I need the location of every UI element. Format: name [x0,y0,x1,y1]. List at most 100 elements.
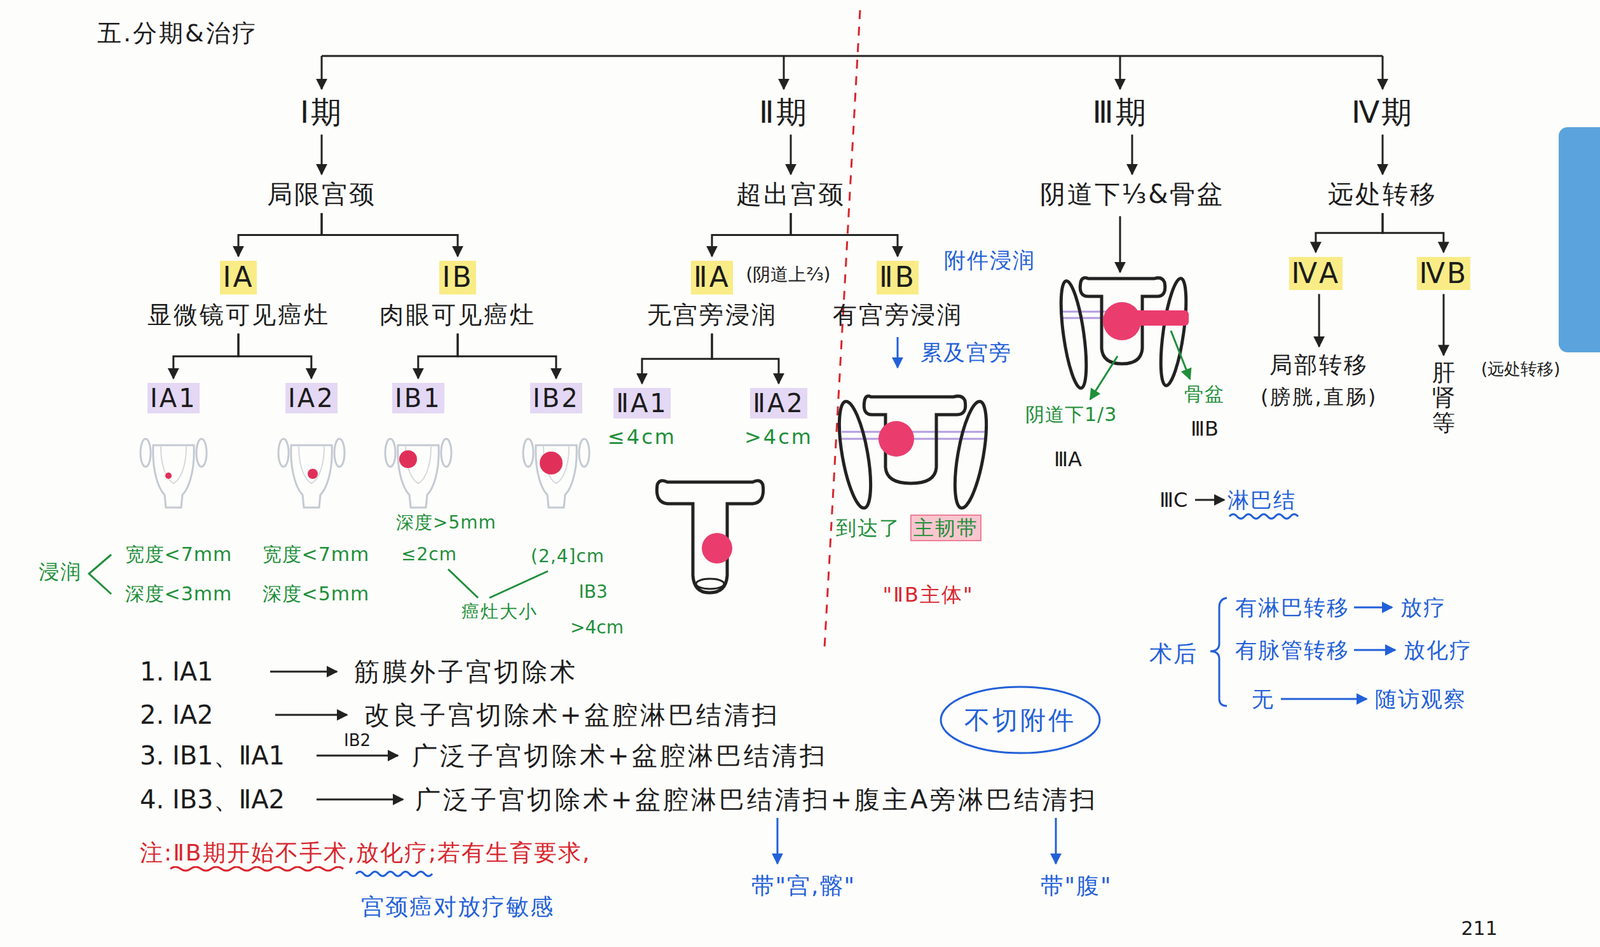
branch-arrow [1318,293,1321,347]
node-heading: 局部转移 [1266,350,1372,379]
note-label: 带"腹" [1038,871,1115,899]
pelvis-sketch [1090,355,1118,400]
node-text: 肉眼可见癌灶 [376,300,539,330]
note-label: 有淋巴转移 [1233,594,1352,621]
branch-arrow [1130,134,1133,175]
note-label: 广泛子宫切除术+盆腔淋巴结清扫+腹主A旁淋巴结清扫 [413,783,1100,815]
branch-arrow [1315,212,1383,253]
note-label: 广泛子宫切除术+盆腔淋巴结清扫 [410,739,830,771]
parametrium-sketch [878,420,915,457]
node-heading: ⅠB2 [530,382,583,414]
page-title: 五.分期&治疗 [95,19,260,49]
tree-node: 远处转移 [1320,176,1445,212]
note-label: 浸润 [36,559,84,584]
node-heading: ⅣA [1289,256,1344,291]
note-label: 2. ⅠA2 [137,699,216,730]
uterus-sketch [165,472,172,479]
note-label: 改良子宫切除术+盆腔淋巴结清扫 [362,699,782,730]
tree-node: ⅡA2 >4cm [736,385,821,452]
blue-arrow [1280,697,1367,700]
blue-arrow [1353,606,1393,609]
brace [1210,597,1227,706]
node-heading: ⅠB1 [392,382,445,414]
note-label: 术后 [1147,639,1200,667]
pelvis-sketch [1102,301,1142,341]
uterus-sketch [140,438,590,508]
tree-node: 阴道下⅓&骨盆 [1032,176,1233,212]
branch-arrow [321,134,323,175]
branch-arrow [642,333,712,384]
node-heading: Ⅱ期 [756,94,812,131]
note-label: 放疗 [1398,594,1449,621]
note-label: 骨盆 [1182,382,1227,406]
uterus-sketch [539,451,563,475]
note-label: 深度<5mm [260,582,372,606]
uterus-sketch [140,438,207,508]
note-label: 放化疗 [1401,636,1475,664]
blue-arrow [1353,649,1396,651]
stage-arrow [1119,216,1122,273]
node-heading: ⅡA2 [750,387,808,419]
arrow [270,671,404,800]
note-label: 不切附件 [962,704,1079,735]
note-label: 无 [1249,685,1277,712]
branch-arrow [711,333,779,384]
arrow [316,754,398,757]
note-label: 有脉管转移 [1233,636,1352,664]
note-label: ⅠB3 [577,581,610,603]
branch-arrow [321,212,458,257]
stage-bar [321,55,323,89]
node-heading: ⅠA [219,260,257,295]
branch-arrow [238,333,312,379]
tree-node: ⅠA2 [280,380,343,416]
underline [355,871,433,876]
circle-mark [940,686,1100,753]
note-label: 1. ⅠA1 [137,656,216,687]
cervix-sketch [696,578,725,589]
uterus-sketch [278,438,345,508]
tree-node: Ⅱ期 [751,91,817,134]
branch-arrow [173,333,239,379]
note-label: "ⅡB主体" [881,582,976,607]
note-label: ⅠB2 [341,730,373,751]
note-label: ≤2cm [399,543,459,566]
uterus-sketch [385,438,452,508]
bracket [448,568,479,598]
note-label: 筋膜外子宫切除术 [352,656,580,687]
stage-bar [783,55,786,89]
node-heading: Ⅰ期 [297,94,346,131]
arrow [316,798,404,801]
underline [170,866,344,871]
arrow [275,713,348,716]
tree-node: Ⅰ期 [292,91,351,134]
tree-node: ⅠA1 [142,380,205,416]
node-heading: ⅡB [876,260,919,295]
arrow [1195,499,1225,501]
node-text: (膀胱,直肠) [1258,384,1381,409]
parametrium-sketch [833,396,993,510]
uterus-sketch [523,438,590,508]
node-heading: ⅣB [1416,256,1471,291]
node-heading: ⅡA1 [613,387,671,419]
node-heading: 局限宫颈 [264,178,379,210]
note-label: 阴道下1/3 [1023,403,1119,426]
tree-node: 超出宫颈 [728,176,854,212]
note-label: 4. ⅠB3、ⅡA2 [137,783,287,815]
note-label: 淋巴结 [1225,486,1299,513]
note-label: 主韧带 [910,514,982,541]
tree-node: ⅣB [1411,254,1477,294]
node-heading: 阴道下⅓&骨盆 [1037,178,1228,210]
blue-arrow [896,336,899,368]
note-label: 深度>5mm [394,511,499,534]
branch-arrow [457,333,557,379]
tree-node: 肝肾等 [1427,357,1461,438]
blue-arrow [1055,817,1058,864]
node-text: 有宫旁浸润 [830,300,966,330]
node-heading: Ⅲ期 [1090,94,1151,131]
node-heading: ⅠB [439,260,476,295]
branch-arrow [418,333,458,379]
node-text: >4cm [741,424,816,449]
tree-node: 局部转移 (膀胱,直肠) [1252,348,1386,412]
blue-arrow [777,607,1396,864]
